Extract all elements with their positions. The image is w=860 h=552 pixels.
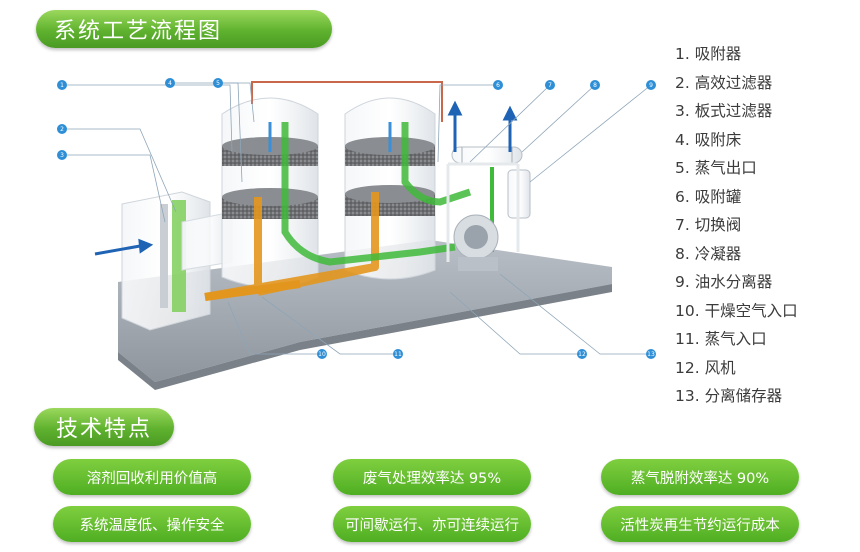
svg-text:4: 4 (168, 80, 172, 87)
legend-item: 2. 高效过滤器 (675, 73, 773, 92)
callout-9: 9 (646, 80, 656, 90)
feature-pill: 蒸气脱附效率达 90% (601, 459, 799, 495)
feature-pill: 溶剂回收利用价值高 (53, 459, 251, 495)
callout-12: 12 (577, 349, 587, 359)
svg-text:11: 11 (394, 351, 402, 358)
callout-4: 4 (165, 78, 175, 88)
component-legend: 1. 吸附器 2. 高效过滤器 3. 板式过滤器 4. 吸附床 5. 蒸气出口 … (675, 40, 798, 411)
condenser (451, 146, 523, 164)
feature-text: 可间歇运行、亦可连续运行 (345, 517, 519, 534)
callout-6: 6 (493, 80, 503, 90)
callout-13: 13 (646, 349, 656, 359)
legend-item: 11. 蒸气入口 (675, 330, 767, 348)
legend-item: 10. 干燥空气入口 (675, 301, 798, 320)
feature-pill: 系统温度低、操作安全 (53, 506, 251, 542)
panel-filter (160, 204, 168, 308)
feature-text: 活性炭再生节约运行成本 (620, 517, 780, 534)
feature-text: 蒸气脱附效率达 90% (630, 470, 770, 487)
process-flow-diagram: 1 2 3 4 5 6 7 8 9 10 11 12 13 (57, 78, 656, 390)
callout-7: 7 (545, 80, 555, 90)
steam-outlet-pipe (251, 81, 443, 122)
svg-text:12: 12 (578, 351, 586, 358)
callout-10: 10 (317, 349, 327, 359)
legend-item: 5. 蒸气出口 (675, 159, 757, 177)
legend-item: 7. 切换阀 (675, 216, 742, 234)
feature-pill: 可间歇运行、亦可连续运行 (333, 506, 531, 542)
svg-text:10: 10 (318, 351, 326, 358)
svg-text:1: 1 (60, 82, 64, 89)
feature-text: 系统温度低、操作安全 (79, 517, 225, 534)
svg-text:6: 6 (496, 82, 500, 89)
callout-leaders (62, 82, 652, 355)
features-title-text: 技术特点 (55, 417, 152, 442)
svg-text:8: 8 (593, 82, 597, 89)
feature-pill: 活性炭再生节约运行成本 (601, 506, 799, 542)
svg-text:7: 7 (548, 82, 552, 89)
callout-2: 2 (57, 124, 67, 134)
features-section-title: 技术特点 (34, 408, 174, 446)
fan (453, 214, 499, 271)
legend-item: 8. 冷凝器 (675, 244, 742, 263)
svg-text:2: 2 (60, 126, 64, 133)
feature-pill: 废气处理效率达 95% (333, 459, 531, 495)
svg-text:9: 9 (649, 82, 653, 89)
legend-item: 13. 分离储存器 (675, 387, 783, 405)
flow-arrows (94, 100, 518, 256)
legend-item: 12. 风机 (675, 358, 736, 377)
legend-item: 9. 油水分离器 (675, 273, 773, 291)
base-platform-edge (118, 284, 612, 390)
callout-11: 11 (393, 349, 403, 359)
feature-text: 溶剂回收利用价值高 (86, 470, 218, 487)
callout-1: 1 (57, 80, 67, 90)
process-title-text: 系统工艺流程图 (54, 19, 223, 44)
callout-markers: 1 2 3 4 5 6 7 8 9 10 11 12 13 (57, 78, 656, 359)
svg-text:5: 5 (216, 80, 220, 87)
callout-3: 3 (57, 150, 67, 160)
feature-text: 废气处理效率达 95% (362, 470, 502, 487)
svg-text:13: 13 (647, 351, 655, 358)
svg-text:3: 3 (60, 152, 64, 159)
callout-8: 8 (590, 80, 600, 90)
callout-5: 5 (213, 78, 223, 88)
equipment-frame (446, 162, 520, 262)
process-section-title: 系统工艺流程图 (36, 10, 332, 48)
legend-item: 1. 吸附器 (675, 45, 742, 63)
legend-item: 6. 吸附罐 (675, 187, 742, 206)
legend-item: 3. 板式过滤器 (675, 102, 773, 120)
legend-item: 4. 吸附床 (675, 130, 742, 149)
process-gas-pipe (281, 122, 456, 266)
